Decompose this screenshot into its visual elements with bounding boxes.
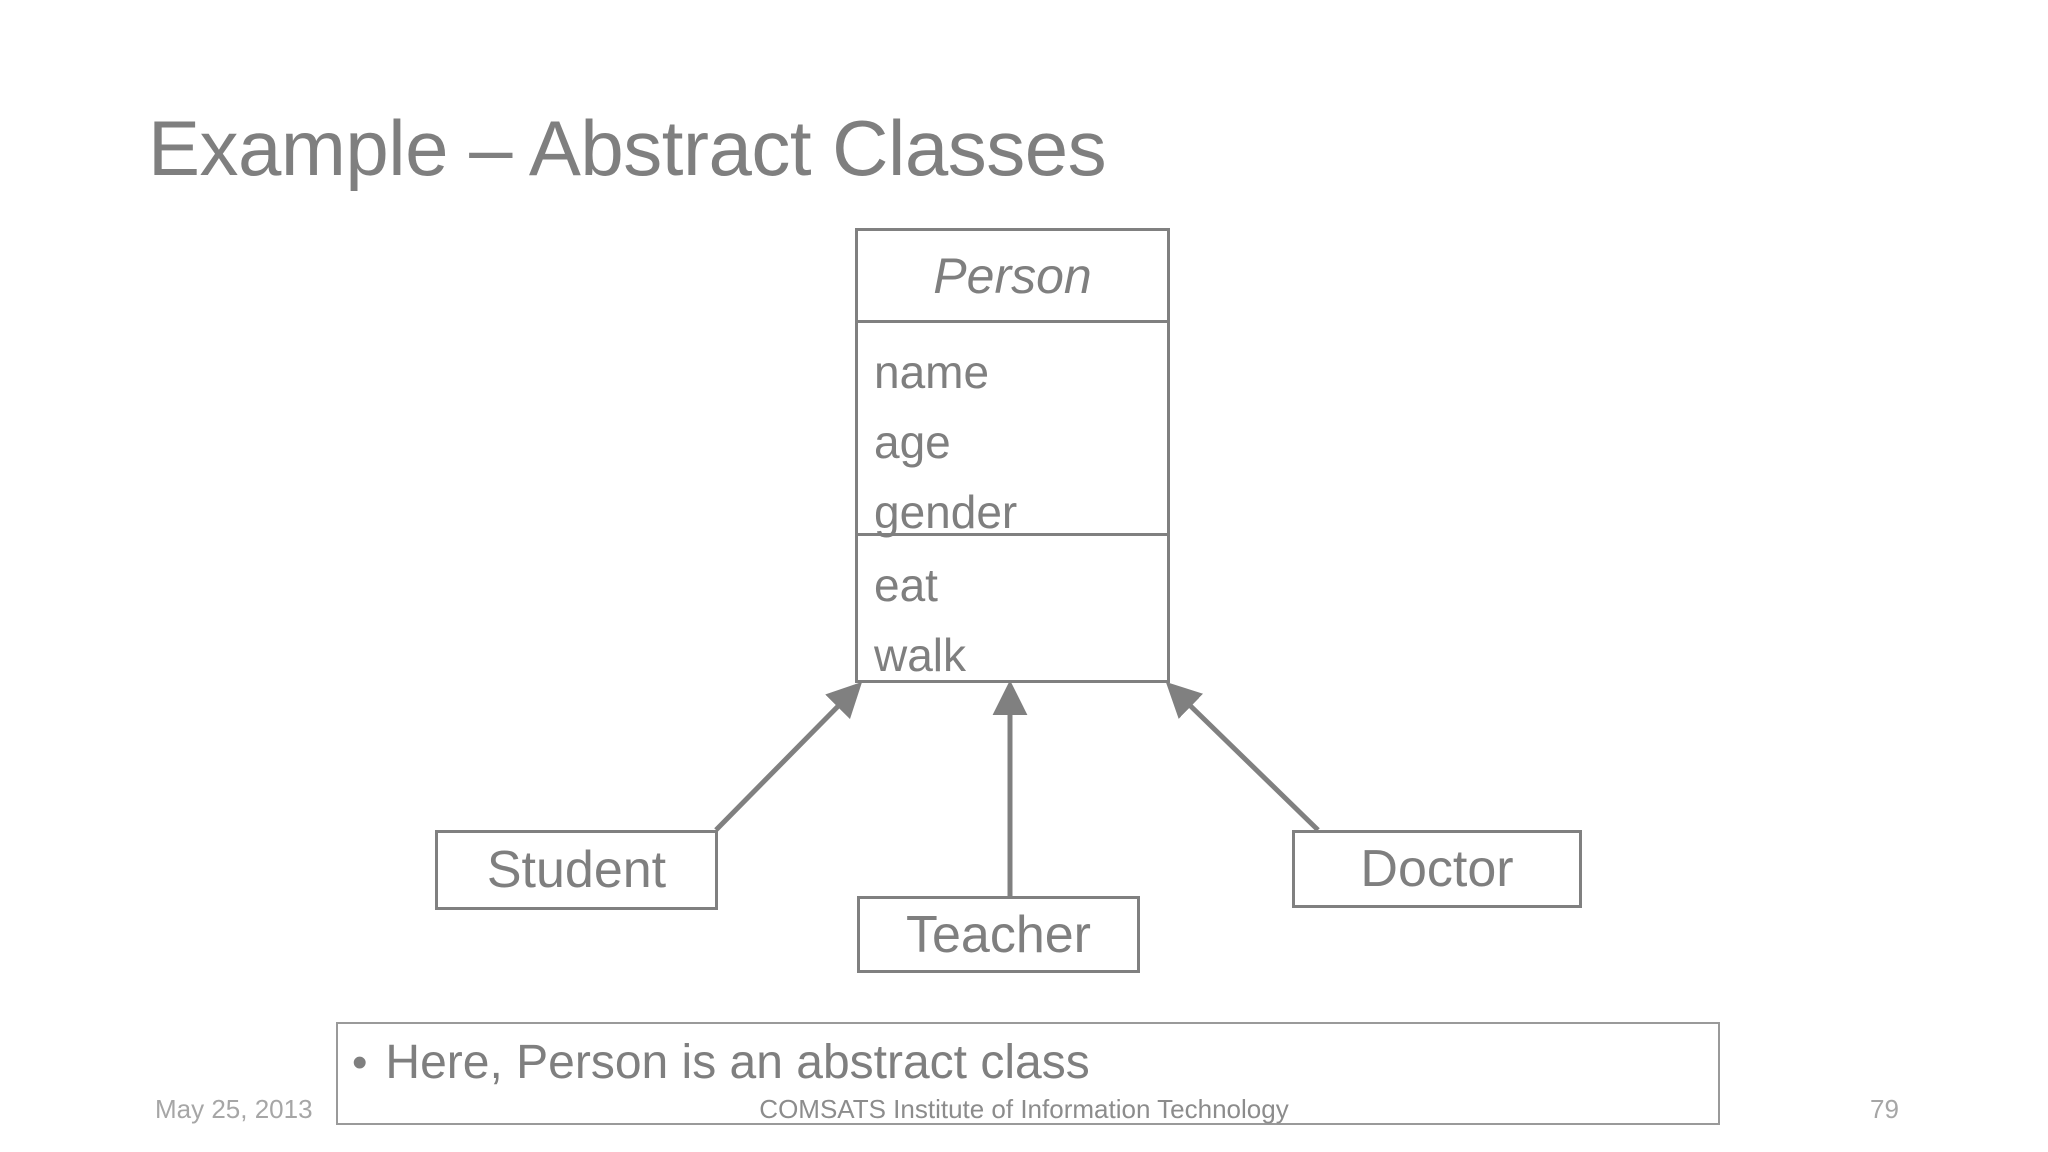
attributes-compartment-person: name age gender xyxy=(858,323,1167,538)
class-name-teacher: Teacher xyxy=(906,905,1091,964)
class-box-teacher[interactable]: Teacher xyxy=(857,896,1140,973)
page-title: Example – Abstract Classes xyxy=(148,104,1107,192)
class-name-compartment-person: Person xyxy=(858,231,1167,323)
class-box-person[interactable]: Person name age gender eat walk xyxy=(855,228,1170,683)
attribute-name: name xyxy=(874,346,990,398)
connector-doctor-person xyxy=(1165,681,1320,832)
content-placeholder[interactable]: • Here, Person is an abstract class xyxy=(336,1022,1720,1125)
class-name-person: Person xyxy=(933,247,1092,304)
footer-organization: COMSATS Institute of Information Technol… xyxy=(759,1094,1289,1124)
footer-date: May 25, 2013 xyxy=(155,1094,313,1124)
footer-page-number: 79 xyxy=(1870,1094,1899,1124)
bullet-item-text: Here, Person is an abstract class xyxy=(385,1036,1090,1089)
methods-compartment-person: eat walk xyxy=(858,536,1167,681)
bullet-list-item: • Here, Person is an abstract class xyxy=(352,1032,1090,1094)
class-name-student: Student xyxy=(486,841,667,899)
class-box-doctor[interactable]: Doctor xyxy=(1292,830,1582,908)
bullet-marker-icon: • xyxy=(352,1038,368,1087)
attribute-gender: gender xyxy=(874,486,1018,538)
class-box-student[interactable]: Student xyxy=(435,830,718,910)
method-eat: eat xyxy=(874,559,938,611)
connector-student-person xyxy=(714,681,863,832)
class-name-doctor: Doctor xyxy=(1360,840,1514,898)
attribute-age: age xyxy=(874,416,951,468)
method-walk: walk xyxy=(874,629,967,681)
